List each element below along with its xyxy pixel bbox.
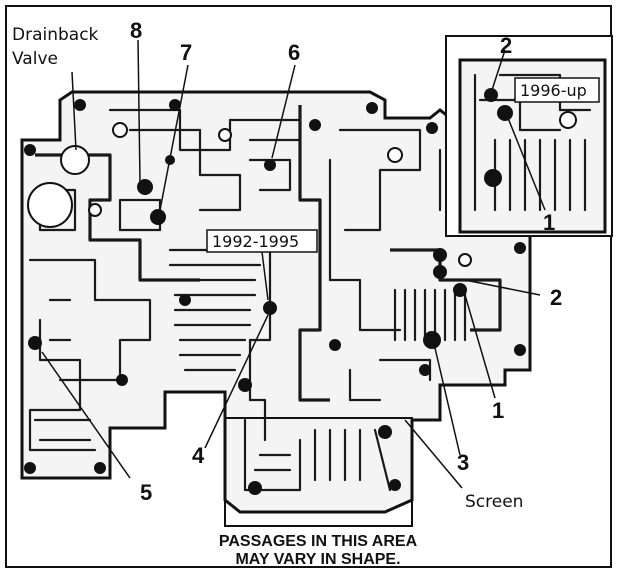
inset-plate (458, 58, 607, 234)
valve-body-plate (20, 90, 532, 514)
drainback-valve-label-line1: Drainback (12, 25, 99, 45)
year-label-1996-up: 1996-up (520, 81, 587, 100)
circular-features (27, 122, 472, 267)
callout-7: 7 (180, 40, 192, 65)
callout-3: 3 (457, 450, 469, 475)
callout-8: 8 (130, 18, 142, 43)
inset-1996-up (445, 35, 613, 237)
drainback-valve-label-line2: Valve (12, 49, 58, 69)
inset-callout-1: 1 (543, 210, 555, 235)
callout-2: 2 (550, 285, 562, 310)
screen-label: Screen (465, 492, 523, 512)
check-balls (24, 99, 526, 495)
leader-lines (41, 39, 541, 489)
callout-5: 5 (140, 480, 152, 505)
callout-1: 1 (492, 398, 504, 423)
inset-callout-2: 2 (500, 33, 512, 58)
callout-4: 4 (192, 443, 205, 468)
passage-channels (28, 105, 502, 492)
label-box-1996-up (514, 77, 600, 103)
variable-passage-box (224, 417, 413, 527)
note-line2: MAY VARY IN SHAPE. (235, 551, 400, 568)
callout-6: 6 (288, 40, 300, 65)
year-label-1992-1995: 1992-1995 (212, 232, 299, 251)
note-line1: PASSAGES IN THIS AREA (219, 533, 418, 550)
label-box-1992-1995 (206, 229, 318, 253)
